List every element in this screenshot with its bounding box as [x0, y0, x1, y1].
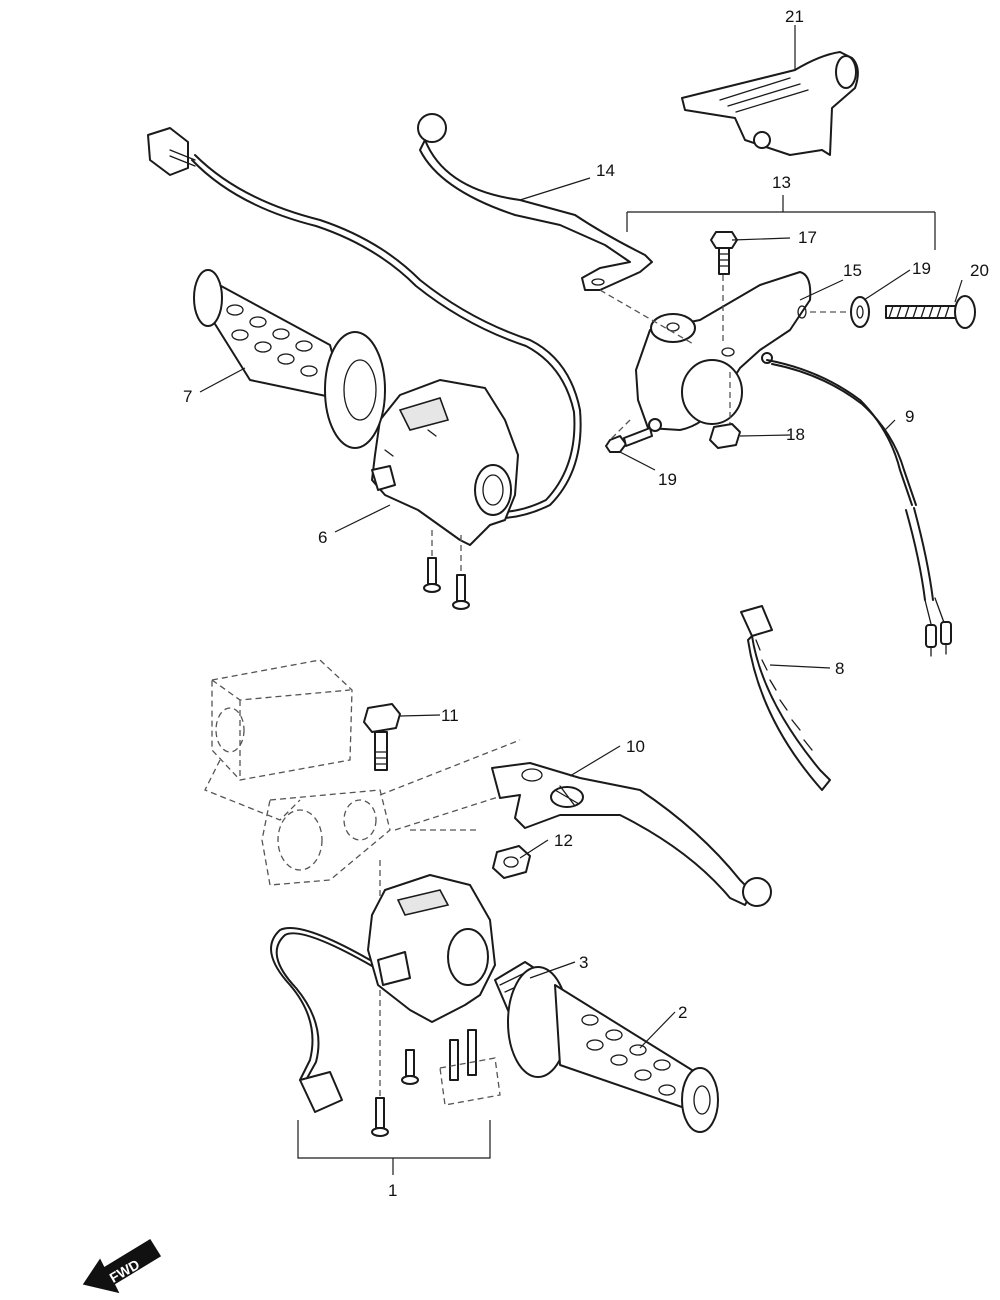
callout-10: 10	[626, 737, 645, 756]
callout-3: 3	[579, 953, 588, 972]
lever-cover	[681, 51, 859, 156]
screws-1	[371, 1029, 501, 1137]
switch-cable-9	[766, 359, 952, 657]
bolt-11	[363, 703, 401, 771]
master-cylinder-outline	[204, 659, 391, 886]
left-grip-7	[193, 269, 386, 449]
callout-17: 18	[786, 425, 805, 444]
callout-numbers: 21 14 13 17 15 19 20 9 18 19 7 6 8 11 10…	[183, 7, 989, 1200]
callout-6: 6	[318, 528, 327, 547]
grip-7-pattern	[226, 304, 318, 377]
nut-17	[709, 423, 741, 449]
screw-20	[885, 295, 976, 329]
washer-19	[850, 296, 870, 328]
callout-1: 1	[388, 1181, 397, 1200]
callout-2: 2	[678, 1003, 687, 1022]
cable-tie-8	[740, 605, 831, 791]
lower-lever-10	[491, 762, 772, 907]
screws-6	[423, 530, 470, 610]
upper-lever	[417, 113, 653, 291]
callout-19: 19	[912, 259, 931, 278]
left-switch-6	[147, 127, 582, 546]
callout-13: 13	[772, 173, 791, 192]
callout-16: 17	[798, 228, 817, 247]
right-grip-2	[507, 966, 719, 1133]
bolt-16	[710, 231, 738, 275]
callout-20: 20	[970, 261, 989, 280]
callout-18: 19	[658, 470, 677, 489]
callout-7: 7	[183, 387, 192, 406]
right-switch-1	[270, 874, 496, 1113]
callout-11: 11	[441, 706, 459, 725]
leader-lines	[199, 25, 963, 1175]
nut-12	[492, 845, 531, 879]
callout-21: 21	[785, 7, 804, 26]
callout-12: 12	[554, 831, 573, 850]
lever-holder	[635, 271, 812, 431]
bolt-18	[605, 418, 662, 453]
callout-14: 14	[596, 161, 615, 180]
fwd-direction-arrow: FWD	[82, 1238, 162, 1294]
callout-9: 9	[905, 407, 914, 426]
callout-15: 15	[843, 261, 862, 280]
callout-8: 8	[835, 659, 844, 678]
grip-2-pattern	[581, 1014, 676, 1096]
